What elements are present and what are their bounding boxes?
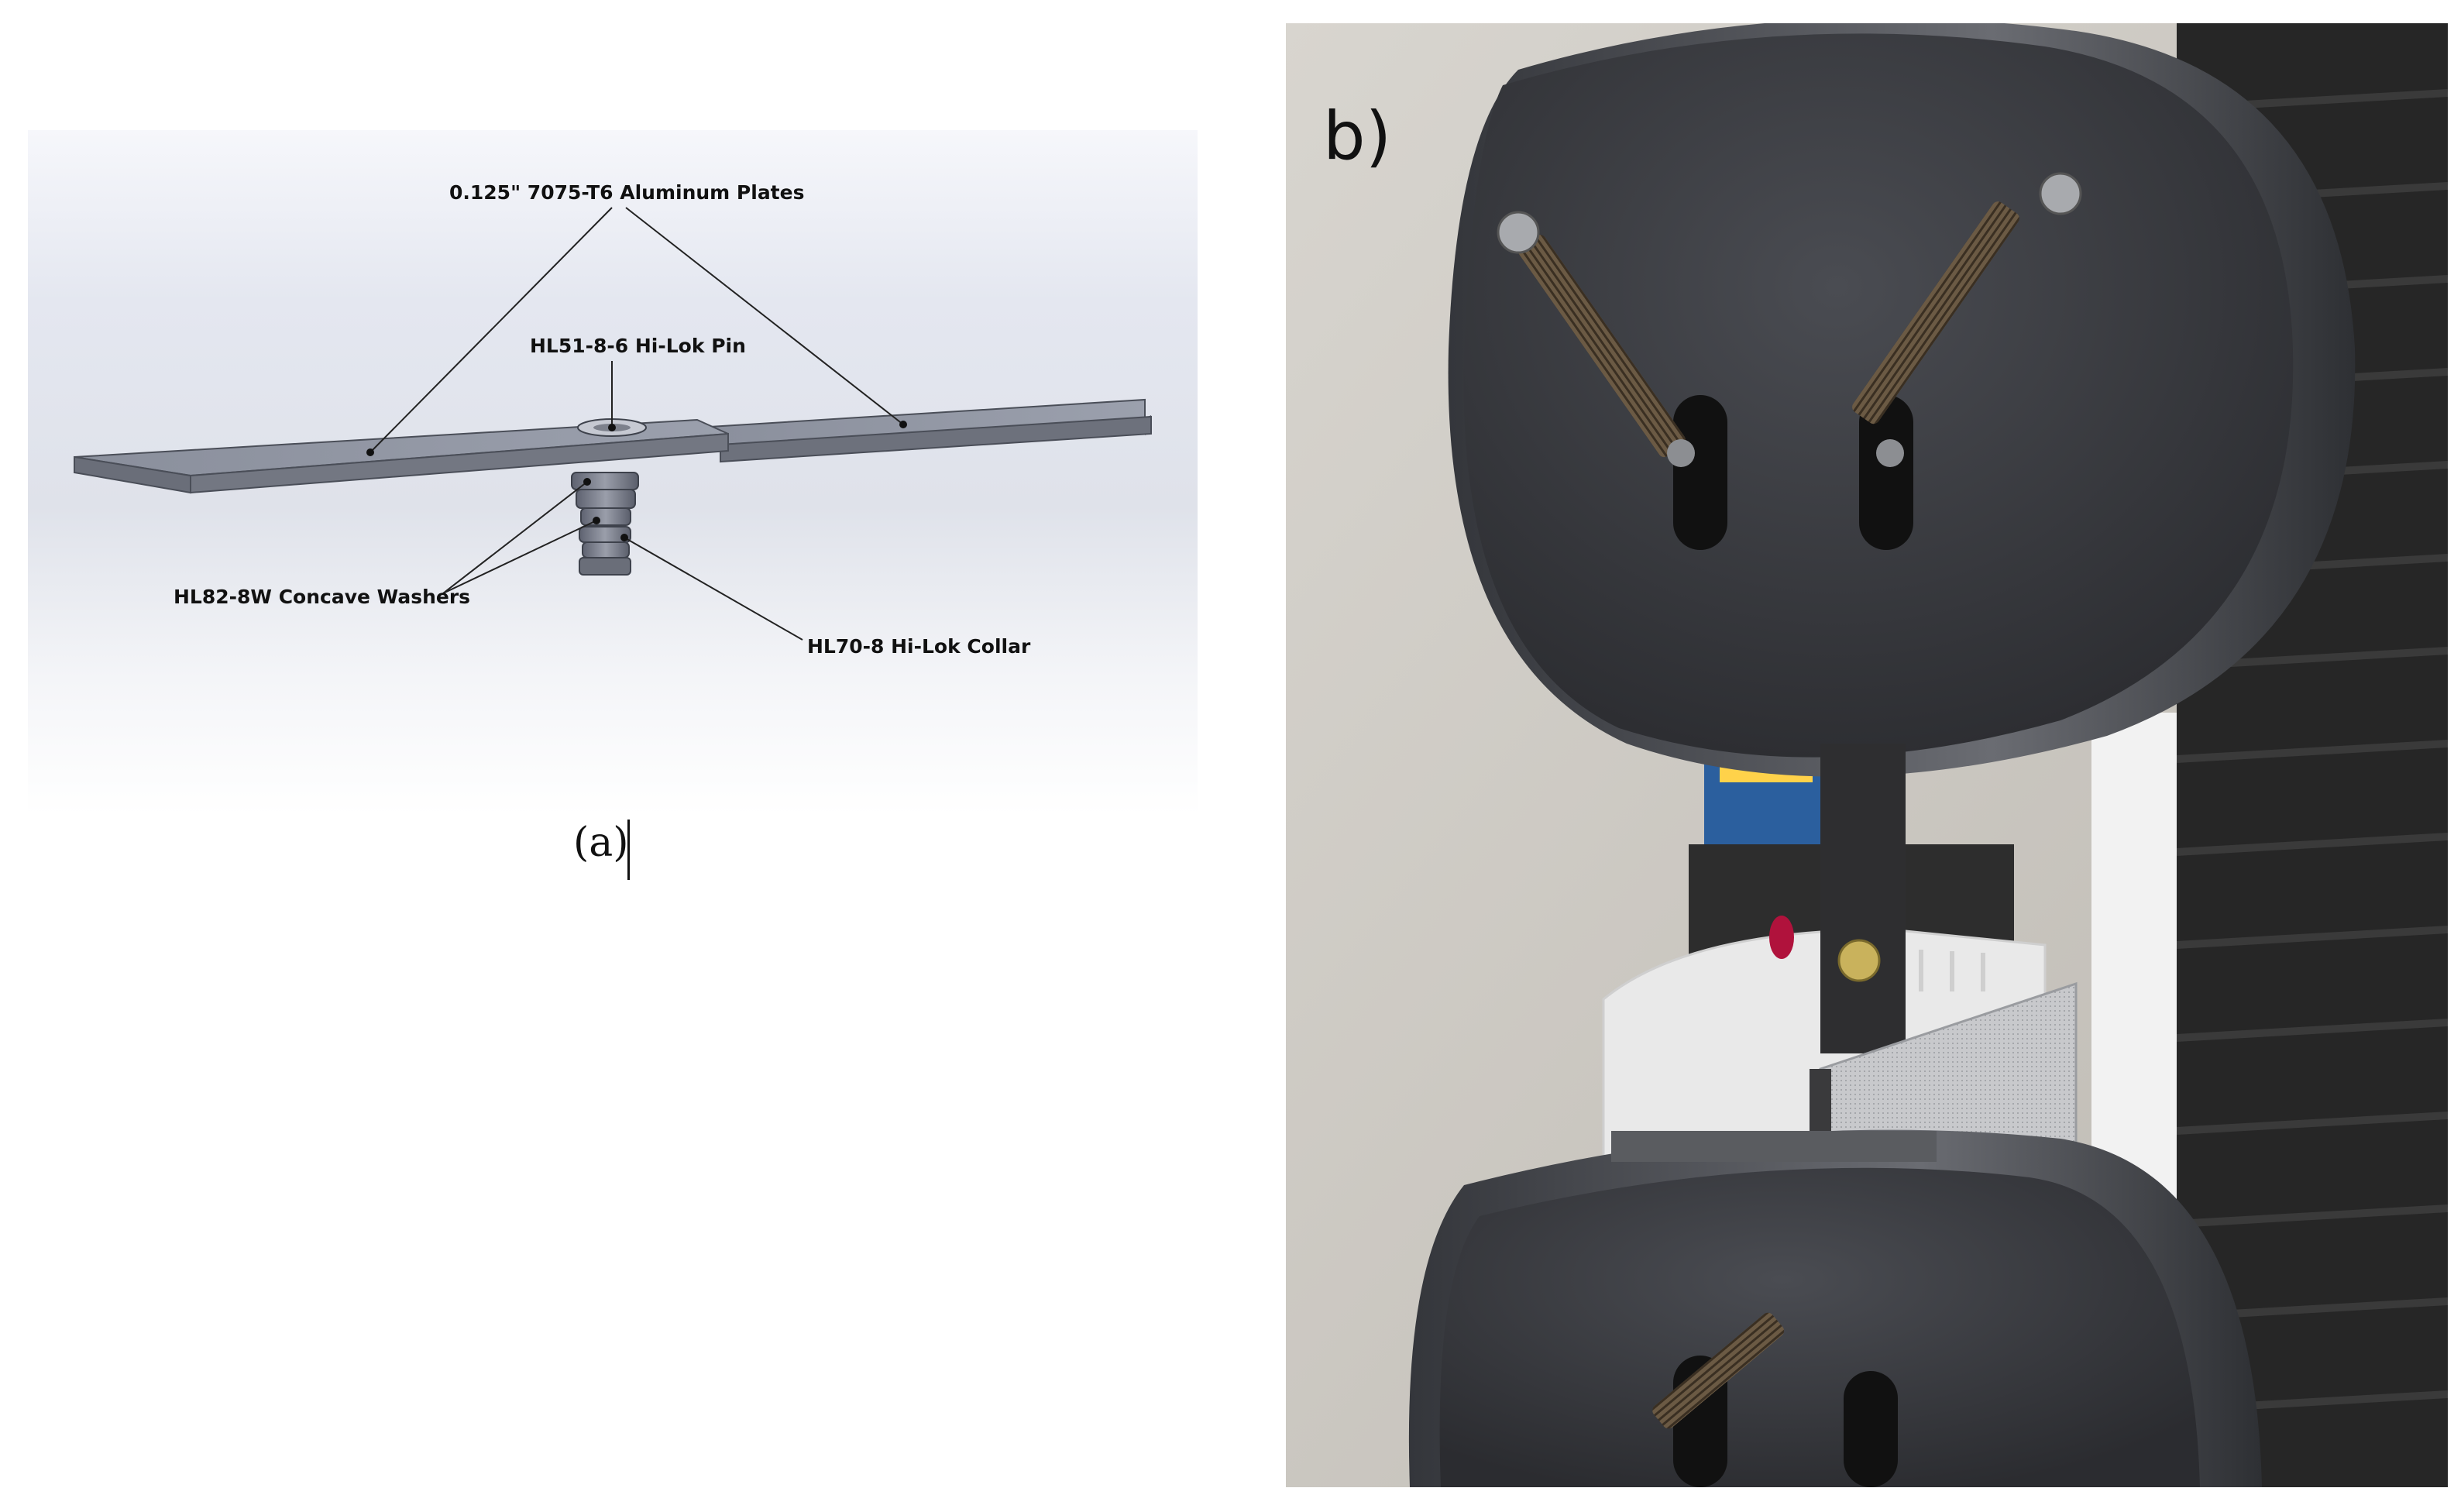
specimen-strip <box>1820 744 1906 1053</box>
leader-dots <box>366 421 907 541</box>
lower-grip <box>1408 1129 2262 1487</box>
caption-b: b) <box>1323 98 1392 175</box>
red-indicator <box>1769 916 1794 959</box>
washer-collar-stack <box>571 472 639 576</box>
label-hi-lok-pin: HL51-8-6 Hi-Lok Pin <box>530 335 746 357</box>
cad-drawing <box>28 130 1198 815</box>
label-concave-washers: HL82-8W Concave Washers <box>174 586 471 608</box>
hi-lok-fastener-head <box>1837 939 1881 982</box>
panel-a-cad-diagram: 0.125" 7075-T6 Aluminum Plates HL51-8-6 … <box>28 130 1198 880</box>
test-fixture-photo <box>1286 23 2448 1487</box>
caption-a: (a) <box>573 820 629 866</box>
right-aluminum-plate <box>696 398 1152 463</box>
leader-lines <box>369 207 904 641</box>
upper-grip <box>1448 23 2356 777</box>
label-aluminum-plates: 0.125" 7075-T6 Aluminum Plates <box>449 181 805 204</box>
text-cursor <box>627 820 630 880</box>
label-hi-lok-collar: HL70-8 Hi-Lok Collar <box>807 635 1031 658</box>
panel-b-photo: b) <box>1286 23 2448 1487</box>
left-aluminum-plate <box>74 418 729 494</box>
